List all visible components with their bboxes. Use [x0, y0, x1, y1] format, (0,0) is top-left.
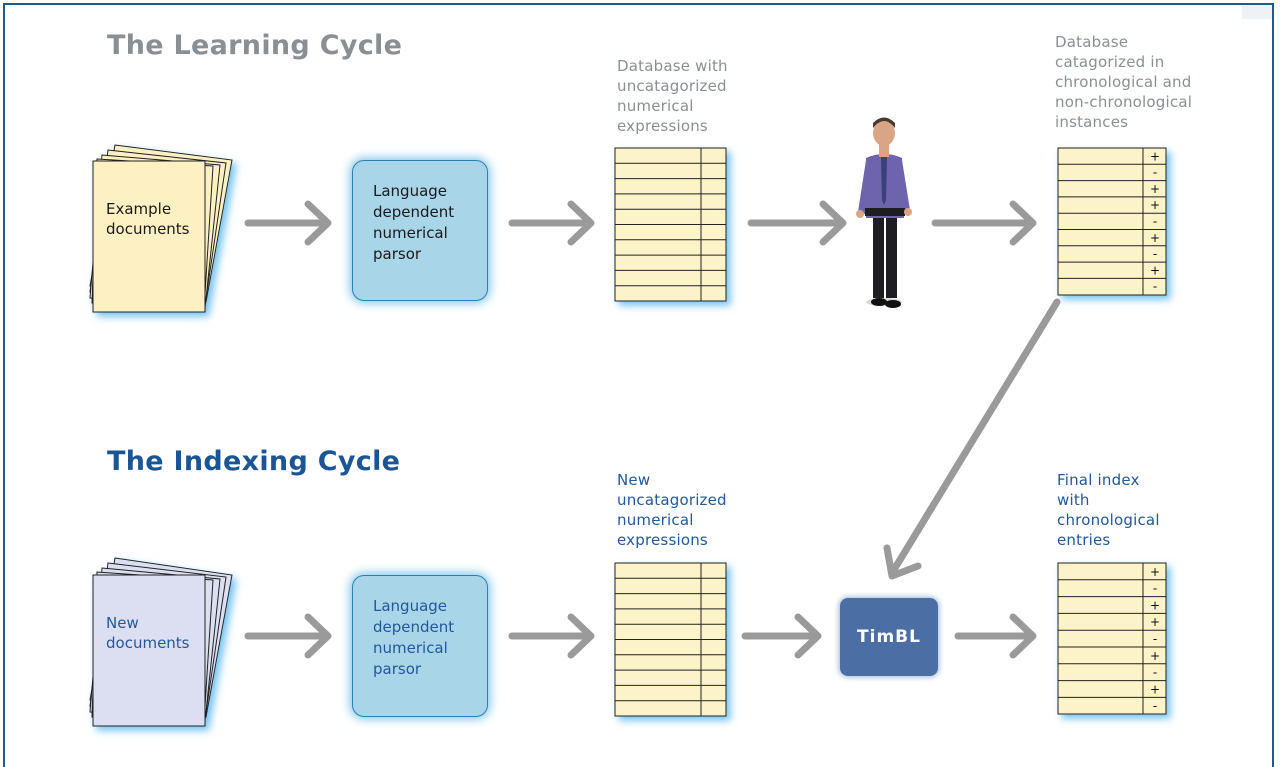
arrow-db-to-person [747, 200, 847, 246]
table-sign-cell: - [1153, 215, 1157, 229]
new-documents-label: New documents [106, 614, 190, 652]
final-index-label: Final index with chronological entries [1057, 471, 1160, 549]
timbl-classifier-box: TimBL [840, 598, 938, 676]
frame-corner-tab [1242, 5, 1272, 19]
learning-uncategorized-table [614, 147, 727, 302]
learning-parser-label: Language dependent numerical parsor [373, 182, 455, 263]
table-sign-cell: - [1153, 247, 1157, 261]
arrow-docs-to-parser-learning [244, 200, 332, 246]
table-sign-cell: + [1150, 198, 1160, 212]
learning-cycle-title: The Learning Cycle [107, 30, 403, 61]
arrow-categorized-to-timbl [883, 298, 1061, 580]
arrow-db-to-timbl [741, 613, 822, 659]
arrow-parser-to-db-indexing [508, 613, 595, 659]
table-sign-cell: - [1153, 632, 1157, 646]
table-sign-cell: + [1150, 649, 1160, 663]
table-sign-cell: + [1150, 231, 1160, 245]
indexing-uncategorized-table [614, 562, 727, 717]
table-sign-cell: + [1150, 263, 1160, 277]
arrow-timbl-to-final [954, 613, 1037, 659]
table-sign-cell: + [1150, 182, 1160, 196]
final-index-table: + - + + - + - + - [1057, 562, 1167, 715]
example-documents-stack [89, 144, 233, 313]
arrow-docs-to-parser-indexing [244, 613, 332, 659]
indexing-cycle-title: The Indexing Cycle [107, 446, 401, 477]
table-sign-cell: - [1153, 666, 1157, 680]
table-sign-cell: - [1153, 166, 1157, 180]
table-sign-cell: + [1150, 598, 1160, 612]
person-icon [856, 117, 912, 308]
indexing-parser-box: Language dependent numerical parsor [352, 575, 488, 717]
table-sign-cell: - [1153, 699, 1157, 713]
flow-arrows [244, 200, 1061, 659]
table-sign-cell: - [1153, 280, 1157, 294]
table-sign-cell: + [1150, 149, 1160, 163]
learning-parser-box: Language dependent numerical parsor [352, 160, 488, 301]
arrow-person-to-categorized [931, 200, 1037, 246]
table-sign-cell: + [1150, 682, 1160, 696]
table-sign-cell: + [1150, 615, 1160, 629]
categorized-database-table: + - + + - + - + - [1057, 147, 1167, 296]
learning-db-label: Database with uncatagorized numerical ex… [617, 57, 728, 135]
example-documents-label: Example documents [106, 200, 190, 238]
indexing-parser-label: Language dependent numerical parsor [373, 597, 455, 678]
indexing-db-label: New uncatagorized numerical expressions [617, 471, 727, 549]
table-sign-cell: + [1150, 565, 1160, 579]
arrow-parser-to-db-learning [508, 200, 595, 246]
categorized-db-label: Database catagorized in chronological an… [1055, 33, 1193, 131]
new-documents-stack [89, 557, 233, 727]
table-sign-cell: - [1153, 582, 1157, 596]
